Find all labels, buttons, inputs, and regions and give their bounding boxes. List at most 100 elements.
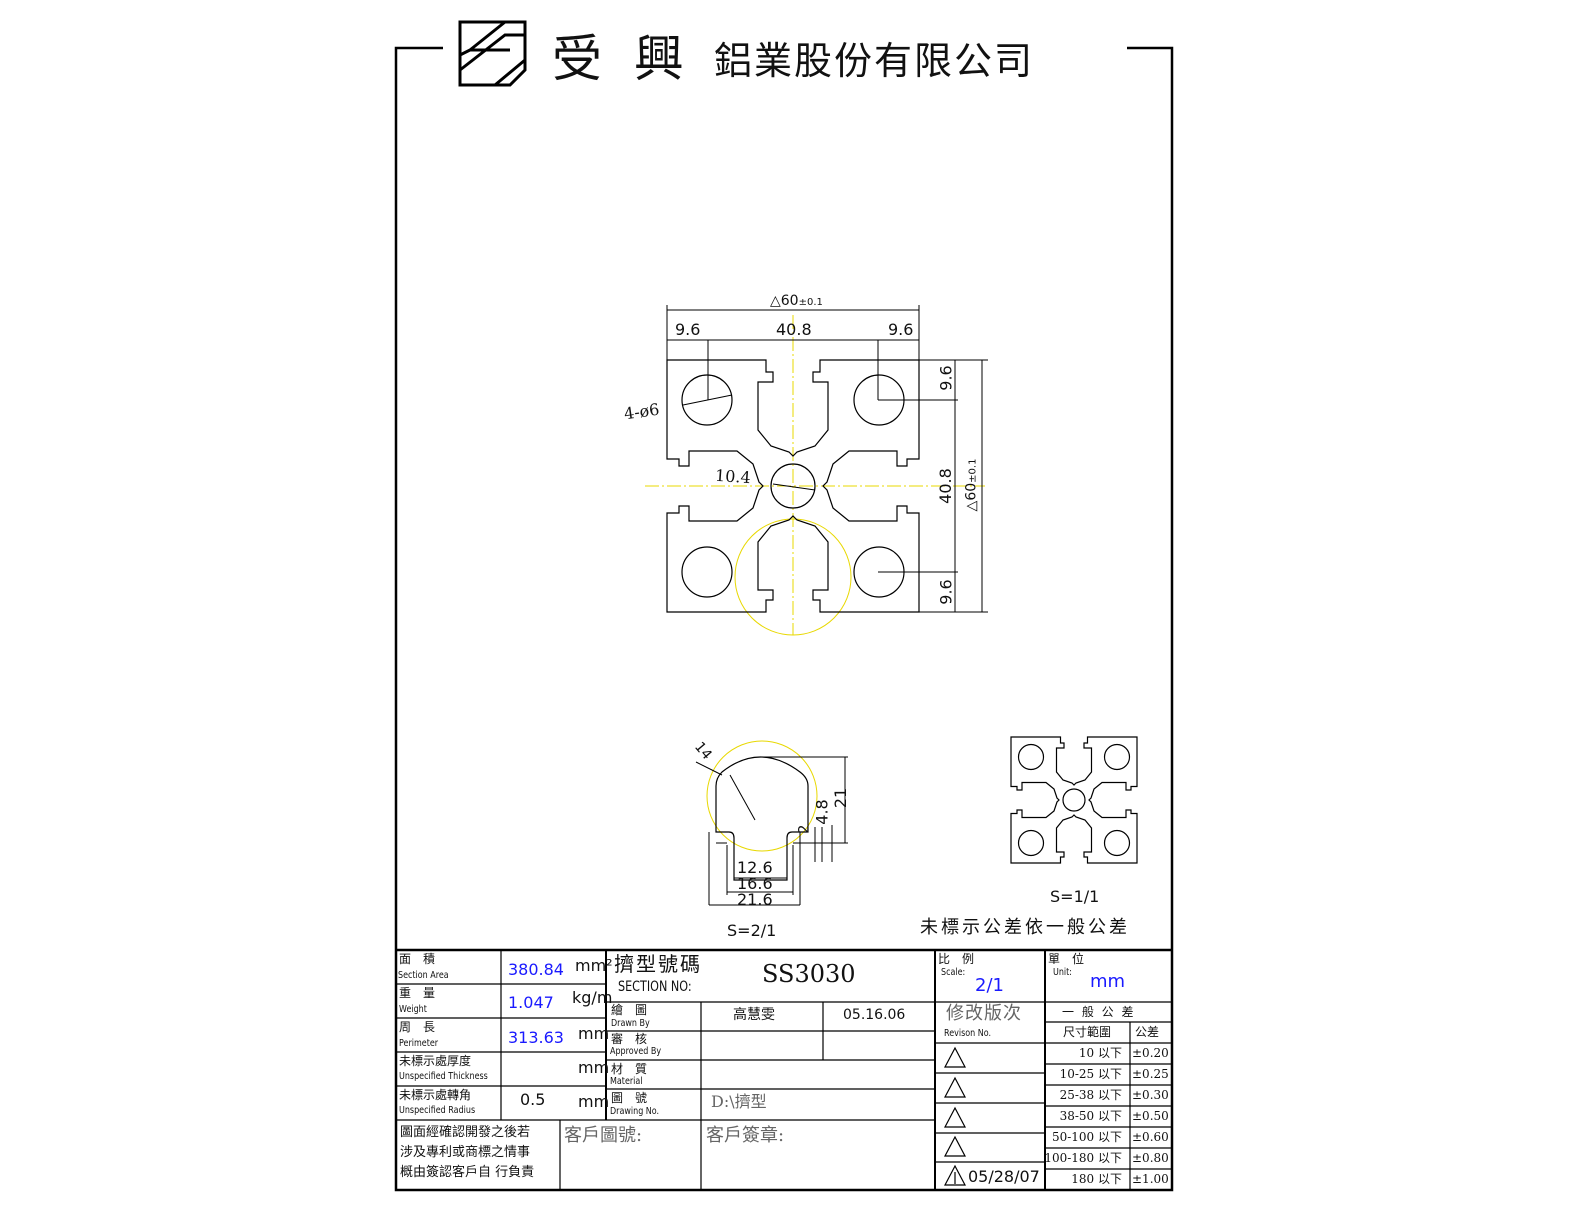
disclaimer-line: 圖面經確認開發之後若	[400, 1125, 531, 1140]
section-no-label-en: SECTION NO:	[618, 979, 692, 995]
disclaimer-line: 涉及專利或商標之情事	[400, 1145, 531, 1160]
general-tolerance-title: 一 般 公 差	[1062, 1005, 1136, 1019]
drawn-by-name: 高慧雯	[733, 1007, 775, 1023]
thickness-label-cn: 未標示處厚度	[399, 1054, 472, 1068]
dim-tolerance: ±0.1	[798, 297, 823, 308]
scale-label-cn: 比 例	[938, 952, 975, 966]
sheet-frame	[394, 46, 1174, 1192]
tolerance-range: 50-100 以下	[1051, 1130, 1122, 1144]
radius-unit: mm	[578, 1092, 610, 1111]
tolerance-range: 180 以下	[1071, 1172, 1122, 1186]
dim-overall-width: △60±0.1	[770, 294, 823, 308]
dim-right-center: 40.8	[935, 468, 955, 504]
tolerance-range: 10 以下	[1078, 1046, 1122, 1060]
unit-label-en: Unit:	[1053, 967, 1072, 978]
section-no-label-cn: 擠型號碼	[614, 952, 702, 976]
perimeter-label-en: Perimeter	[399, 1038, 439, 1049]
slot-dim-4-8: 4.8	[812, 799, 832, 825]
slot-scale: S=2/1	[727, 921, 777, 940]
tolerance-value: ±0.50	[1132, 1109, 1169, 1123]
revision-triangle-icon	[944, 1135, 966, 1157]
dim-right-bottom: 9.6	[936, 579, 956, 605]
title-block-grid	[396, 948, 1172, 1190]
revision-triangle-icon	[944, 1106, 966, 1128]
weight-value: 1.047	[508, 993, 554, 1012]
customer-drawing-label: 客戶圖號:	[564, 1125, 643, 1146]
weight-unit: kg/m	[572, 988, 613, 1007]
tolerance-value: ±0.30	[1132, 1088, 1169, 1102]
radius-label-cn: 未標示處轉角	[399, 1088, 472, 1102]
dim-value: △60	[963, 482, 980, 512]
company-name: 鋁業股份有限公司	[714, 39, 1035, 83]
dim-right-top: 9.6	[936, 365, 956, 391]
perimeter-label-cn: 周 長	[399, 1020, 436, 1034]
area-unit: mm²	[575, 956, 613, 975]
tolerance-range: 100-180 以下	[1044, 1151, 1122, 1165]
tolerance-value: ±0.80	[1132, 1151, 1169, 1165]
tolerance-value: ±0.20	[1132, 1046, 1169, 1060]
perimeter-unit: mm	[578, 1024, 610, 1043]
radius-value: 0.5	[520, 1090, 546, 1109]
small-view-scale: S=1/1	[1050, 887, 1100, 906]
revision-triangles	[944, 1046, 966, 1186]
revision-triangle-icon	[944, 1046, 966, 1068]
company-name-short: 受 興	[552, 30, 692, 88]
slot-dim-16-6: 16.6	[737, 874, 773, 893]
slot-dim-12-6: 12.6	[737, 858, 773, 877]
dim-left: 9.6	[675, 320, 701, 339]
weight-label-cn: 重 量	[399, 986, 436, 1000]
dim-right: 9.6	[888, 320, 914, 339]
drawn-by-label-en: Drawn By	[611, 1018, 650, 1029]
corner-hole	[681, 374, 733, 426]
centerlines	[645, 315, 985, 635]
dim-center: 40.8	[776, 320, 812, 339]
tolerance-range: 38-50 以下	[1059, 1109, 1122, 1123]
drawing-no-label-en: Drawing No.	[610, 1106, 660, 1117]
tolerance-note: 未標示公差依一般公差	[920, 917, 1130, 938]
tolerance-value: ±0.60	[1132, 1130, 1169, 1144]
area-value: 380.84	[508, 960, 564, 979]
radius-label-en: Unspecified Radius	[399, 1105, 476, 1116]
drawn-by-date: 05.16.06	[843, 1007, 906, 1023]
tolerance-value: ±1.00	[1132, 1172, 1169, 1186]
approved-by-label-cn: 審 核	[611, 1032, 648, 1046]
scale-label-en: Scale:	[941, 967, 966, 978]
drawing-no-value: D:\擠型	[711, 1092, 767, 1111]
tolerance-range: 10-25 以下	[1059, 1067, 1122, 1081]
dim-value: △60	[770, 293, 799, 309]
weight-label-en: Weight	[399, 1004, 427, 1015]
area-label-en: Section Area	[398, 970, 449, 981]
unit-value: mm	[1090, 971, 1126, 992]
profile-outline	[1010, 736, 1138, 864]
center-hole-dim: 10.4	[714, 465, 752, 488]
thickness-label-en: Unspecified Thickness	[399, 1071, 488, 1082]
approved-by-label-en: Approved By	[610, 1046, 662, 1057]
slot-dim-21-6: 21.6	[737, 890, 773, 909]
slot-detail	[695, 740, 848, 906]
dim-overall-height: △60±0.1	[963, 458, 980, 512]
dim-tolerance: ±0.1	[967, 458, 979, 483]
main-dimensions	[666, 305, 988, 613]
tolerance-value: ±0.25	[1132, 1067, 1169, 1081]
company-logo	[458, 20, 527, 87]
perimeter-value: 313.63	[508, 1028, 564, 1047]
corner-hole	[681, 546, 733, 598]
drawn-by-label-cn: 繪 圖	[611, 1003, 648, 1017]
slot-dim-21: 21	[831, 787, 851, 809]
unit-label-cn: 單 位	[1048, 952, 1085, 966]
area-label-cn: 面 積	[399, 952, 436, 966]
scale-value: 2/1	[975, 975, 1004, 996]
disclaimer-line: 概由簽認客戶自 行負責	[400, 1165, 535, 1180]
tolerance-col-range: 尺寸範圍	[1063, 1025, 1112, 1039]
tolerance-col-tol: 公差	[1135, 1025, 1160, 1039]
revision-label-en: Revison No.	[944, 1028, 992, 1039]
revision-date: 05/28/07	[968, 1167, 1040, 1186]
revision-triangle-icon	[944, 1164, 966, 1186]
material-label-cn: 材 質	[611, 1062, 648, 1076]
material-label-en: Material	[610, 1076, 643, 1087]
profile-small-view	[1010, 736, 1138, 864]
revision-label-cn: 修改版次	[946, 1003, 1022, 1024]
customer-sign-label: 客戶簽章:	[706, 1125, 785, 1146]
slot-dim-2: 2	[796, 824, 813, 834]
